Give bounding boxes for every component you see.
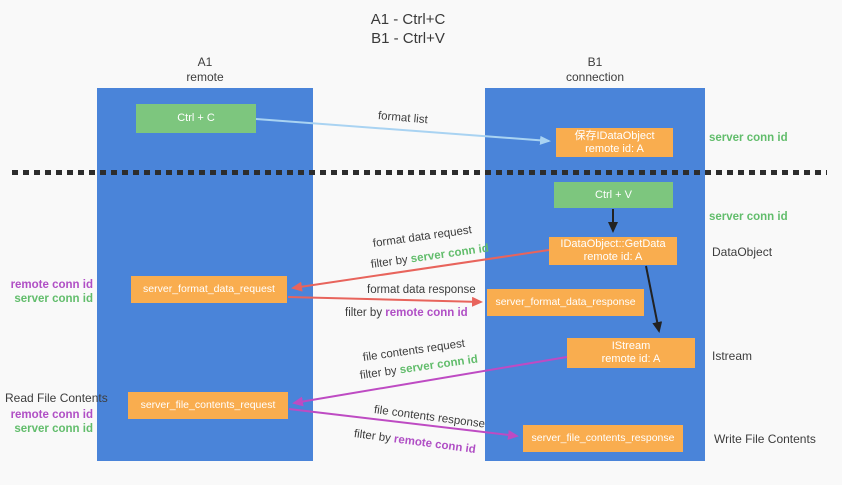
node-istream-line1: IStream [611,340,651,352]
filter-value-server-conn-id: server conn id [410,242,490,266]
dotted-separator [12,170,827,175]
lane-b1-subtitle: connection [565,70,625,84]
lane-a1-subtitle: remote [186,70,224,84]
node-ctrl-v: Ctrl + V [554,182,673,208]
diagram-title: A1 - Ctrl+C B1 - Ctrl+V [258,10,558,48]
node-server-format-data-response: server_format_data_response [487,289,644,316]
node-istream: IStream remote id: A [567,338,695,368]
edge-label-format-list: format list [377,110,429,127]
lane-b1-id: B1 [587,55,603,69]
edge-label-format-data-response-filter: filter by remote conn id [345,307,468,319]
filter-by-text: filter by [370,253,409,271]
title-line-2: B1 - Ctrl+V [371,30,445,47]
arrow-format-data-response [287,296,483,307]
annotation-remote-conn-id-top: remote conn id [10,279,93,291]
edge-label-file-contents-response: file contents response [373,404,486,431]
node-ctrl-c: Ctrl + C [136,104,256,133]
node-getdata: IDataObject::GetData remote id: A [549,237,677,265]
filter-by-text: filter by [353,428,392,445]
title-line-1: A1 - Ctrl+C [370,11,446,28]
annotation-server-conn-id-mid: server conn id [709,211,788,223]
edge-label-format-data-response: format data response [367,284,476,296]
filter-value-remote-conn-id: remote conn id [393,433,477,456]
lane-a1-header: A1 remote [97,55,313,85]
node-server-format-data-request: server_format_data_request [131,276,287,303]
annotation-server-conn-id-top: server conn id [709,132,788,144]
node-save-dataobject-line1: 保存IDataObject [574,129,655,142]
filter-by-text: filter by [345,307,383,319]
lane-b1-header: B1 connection [485,55,705,85]
lane-a1-id: A1 [197,55,213,69]
node-ctrl-v-label: Ctrl + V [595,188,632,201]
node-server-file-contents-request-label: server_file_contents_request [140,399,276,411]
annotation-istream: Istream [712,349,753,363]
annotation-write-file-contents: Write File Contents [714,432,816,446]
annotation-remote-conn-id-bottom: remote conn id [10,409,93,421]
annotation-dataobject: DataObject [712,245,773,259]
annotation-read-file-contents: Read File Contents [5,391,108,405]
node-server-format-data-response-label: server_format_data_response [495,296,636,308]
node-istream-line2: remote id: A [601,353,661,365]
node-getdata-line2: remote id: A [583,251,643,263]
left-annotation-stack-bottom: remote conn id server conn id [8,408,93,436]
node-server-file-contents-response: server_file_contents_response [523,425,683,452]
filter-by-text: filter by [359,364,398,382]
node-save-dataobject: 保存IDataObject remote id: A [556,128,673,157]
annotation-server-conn-id-left-bottom: server conn id [14,423,93,435]
node-server-format-data-request-label: server_format_data_request [143,283,275,295]
node-save-dataobject-line2: remote id: A [585,142,644,155]
edge-label-file-contents-response-filter: filter by remote conn id [353,428,476,456]
left-annotation-stack-top: remote conn id server conn id [8,278,93,306]
node-server-file-contents-request: server_file_contents_request [128,392,288,419]
node-ctrl-c-label: Ctrl + C [177,112,215,124]
annotation-server-conn-id-left-top: server conn id [14,293,93,305]
node-server-file-contents-response-label: server_file_contents_response [531,432,675,444]
filter-value-remote-conn-id: remote conn id [385,307,468,319]
node-getdata-line1: IDataObject::GetData [560,238,666,250]
